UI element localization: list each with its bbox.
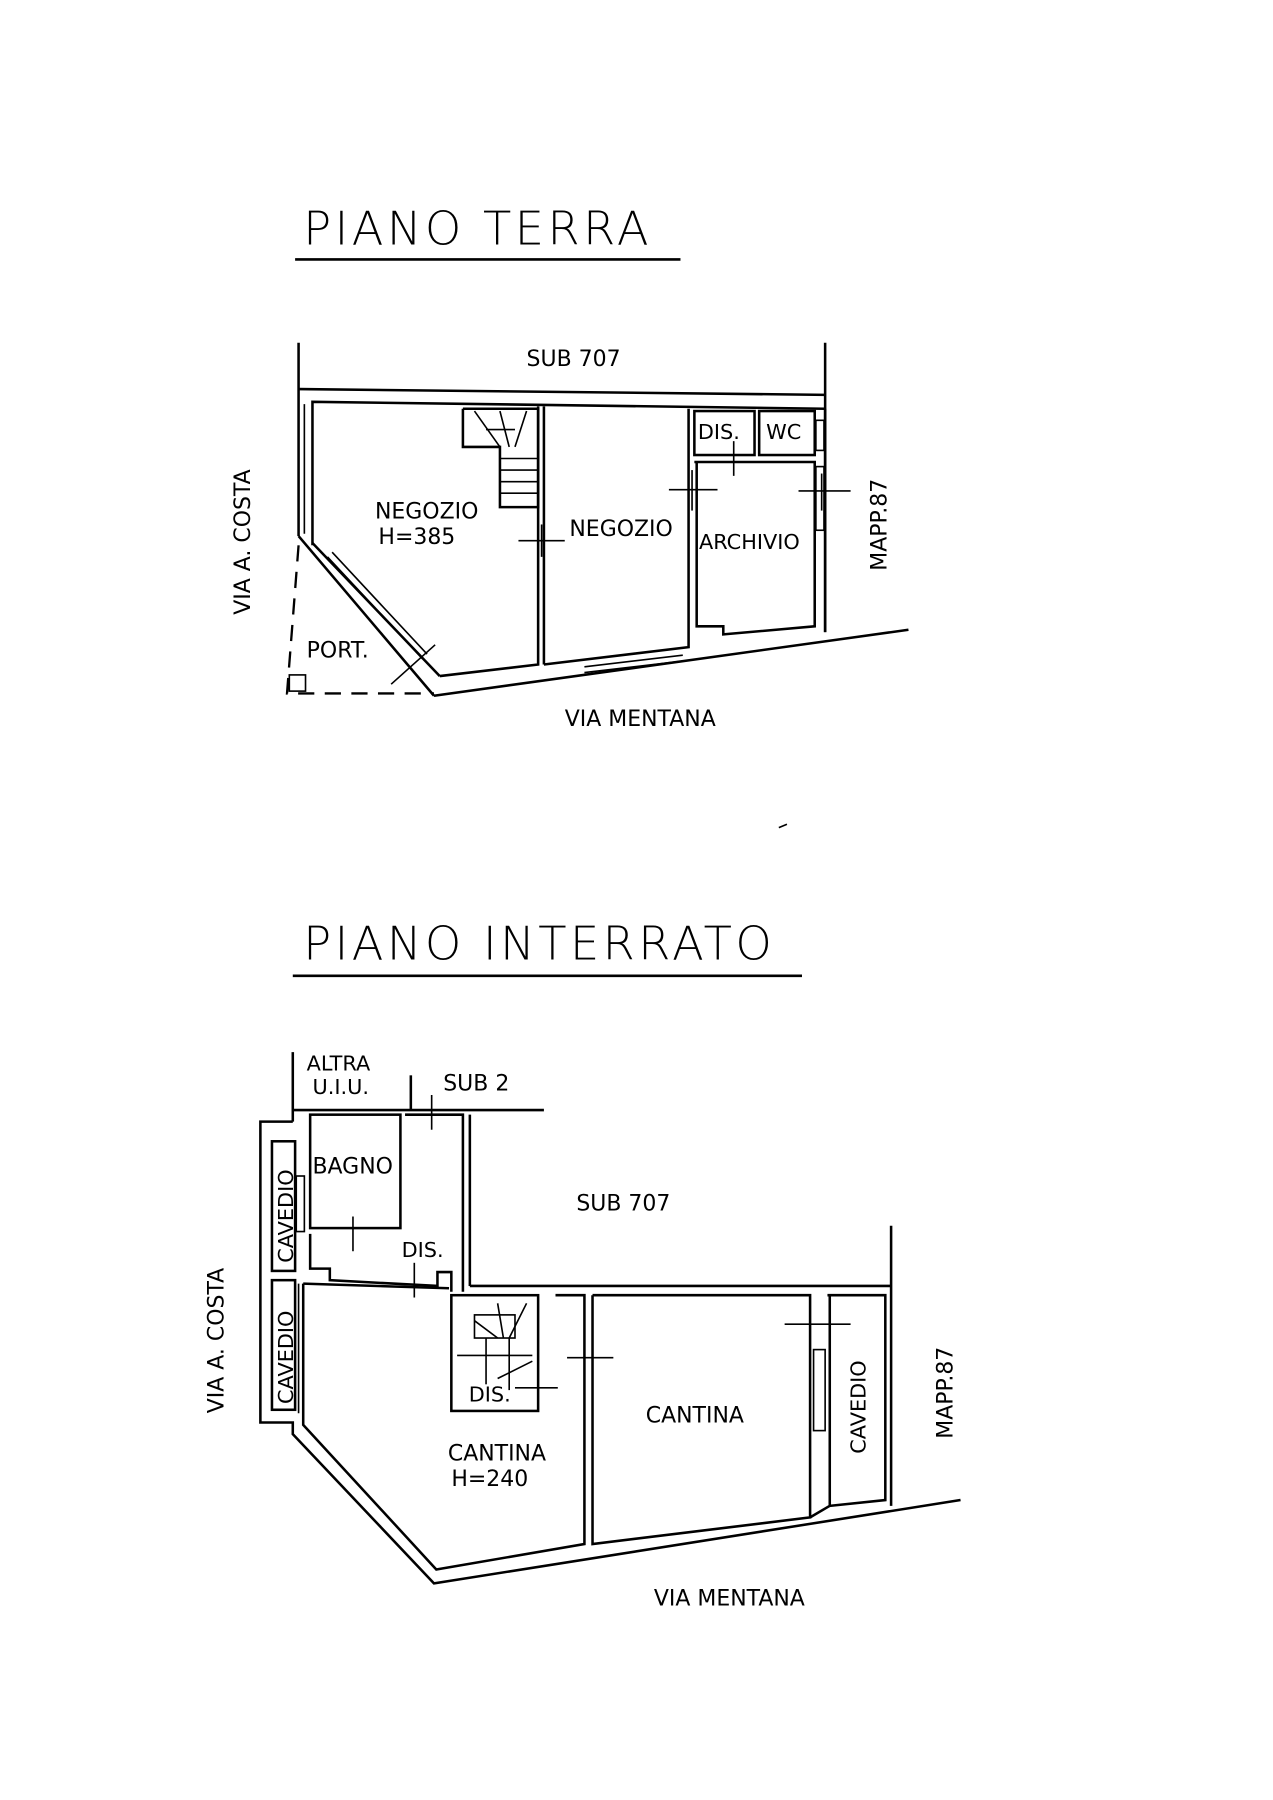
walls [297,342,909,698]
plan-piano-terra: PIANO TERRA SUB 707 VIA A. COSTA MAPP.87… [231,201,909,732]
room-bagno: BAGNO [312,1155,392,1180]
label-via-costa: VIA A. COSTA [231,469,256,614]
plan-piano-interrato: PIANO INTERRATO ALTRA U.I.U. SUB 2 SUB 7… [204,917,961,1611]
room-cavedio-1: CAVEDIO [274,1169,298,1262]
staircase [461,407,540,509]
room-dis: DIS. [698,420,740,444]
label-mapp-87: MAPP.87 [933,1347,958,1439]
door-marks [352,1095,851,1389]
label-sub-2: SUB 2 [443,1071,509,1096]
stray-mark [778,823,788,829]
label-altra: ALTRA [307,1052,371,1076]
label-uiu: U.I.U. [312,1075,369,1099]
door-marks [390,441,851,685]
staircase [457,1302,533,1391]
label-via-mentana: VIA MENTANA [654,1586,805,1611]
label-sub-707: SUB 707 [576,1192,670,1217]
walls [259,1052,961,1585]
title-piano-terra: PIANO TERRA [303,201,652,255]
room-cantina-1-height: H=240 [451,1467,528,1492]
room-negozio-2: NEGOZIO [569,517,672,542]
room-cavedio-3: CAVEDIO [847,1360,871,1453]
title-piano-interrato: PIANO INTERRATO [303,917,775,971]
room-negozio-1: NEGOZIO [375,500,478,525]
room-negozio-1-height: H=385 [378,525,455,550]
label-via-costa: VIA A. COSTA [204,1268,229,1413]
label-via-mentana: VIA MENTANA [565,707,716,732]
room-cantina-2: CANTINA [646,1404,744,1429]
room-dis-2: DIS. [469,1383,511,1407]
room-port: PORT. [307,639,369,664]
label-sub-707: SUB 707 [527,347,621,372]
room-archivio: ARCHIVIO [699,530,800,554]
room-wc: WC [766,420,801,444]
label-mapp-87: MAPP.87 [867,479,892,571]
room-cantina-1: CANTINA [448,1442,546,1467]
room-dis-1: DIS. [402,1238,444,1262]
portico [285,545,434,695]
room-cavedio-2: CAVEDIO [274,1311,298,1404]
